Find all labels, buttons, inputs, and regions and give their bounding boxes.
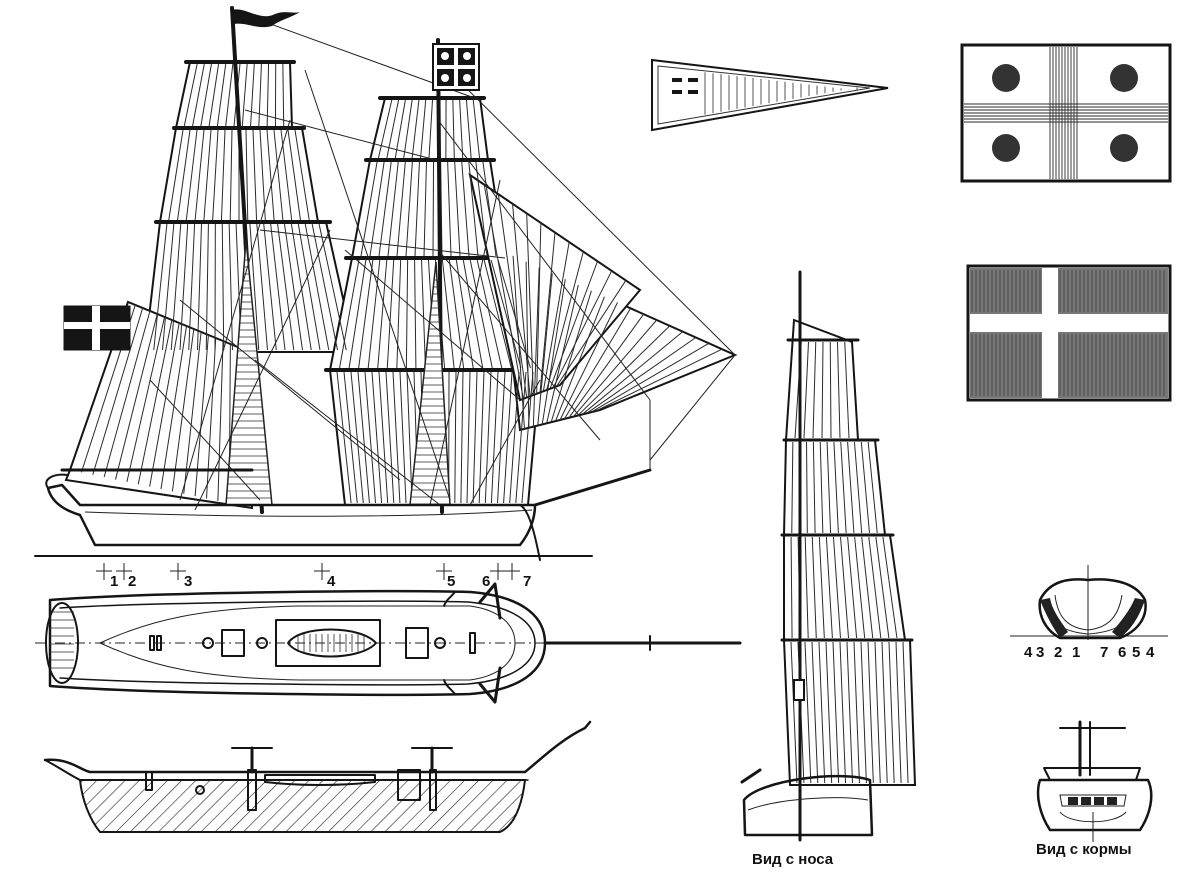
flag-nordic-cross	[966, 264, 1172, 402]
stern-view-caption: Вид с кормы	[1036, 841, 1132, 858]
stern-counter	[45, 473, 69, 489]
masthead-pennant	[232, 9, 300, 28]
hatch	[221, 629, 245, 657]
hatch	[405, 627, 429, 659]
flag-cross-circles	[960, 43, 1172, 183]
hull-below-waterline	[78, 779, 527, 833]
ensign-flag	[63, 305, 131, 351]
stern-hull	[1036, 778, 1153, 832]
sail-plan-side-view	[34, 6, 738, 561]
section-number-6: 6	[1118, 644, 1126, 661]
section-number-3: 3	[1036, 644, 1044, 661]
station-mark-5: 5	[447, 573, 455, 590]
section-number-5: 5	[1132, 644, 1140, 661]
rigging	[149, 9, 736, 511]
fore-masthead-flag	[432, 43, 480, 91]
station-mark-3: 3	[184, 573, 192, 590]
bow-hull	[742, 774, 874, 837]
cathead	[478, 666, 502, 704]
section-number-2: 2	[1054, 644, 1062, 661]
stern-boat	[45, 602, 79, 684]
stern-view	[1036, 720, 1153, 842]
pennant-flag	[651, 58, 889, 132]
station-mark-6: 6	[482, 573, 490, 590]
section-number-4: 4	[1024, 644, 1033, 661]
station-mark-7: 7	[523, 573, 531, 590]
longboat-profile	[264, 774, 376, 786]
cathead	[478, 582, 502, 620]
body-plan-section: 4 3 2 1 7 6 5 4	[1010, 565, 1168, 661]
section-number-7: 7	[1100, 644, 1108, 661]
deckhouse	[397, 769, 421, 801]
deck-line	[98, 605, 516, 681]
section-number-1: 1	[1072, 644, 1080, 661]
hull-side	[46, 483, 537, 547]
stem	[519, 504, 541, 561]
station-marks: 1 2 3 4 5 6 7	[96, 563, 531, 590]
station-mark-4: 4	[327, 573, 336, 590]
shrouds	[225, 239, 451, 506]
bow-view	[740, 270, 917, 842]
section-number-4b: 4	[1146, 644, 1155, 661]
wale-line	[84, 509, 533, 517]
longboat	[287, 628, 377, 658]
hull-profile-view	[43, 720, 592, 833]
station-mark-2: 2	[128, 573, 136, 590]
sheer-line	[43, 720, 592, 774]
longboat-chocks	[275, 619, 381, 667]
station-mark-1: 1	[110, 573, 118, 590]
bow-view-caption: Вид с носа	[752, 851, 834, 868]
bowsprit	[533, 468, 652, 507]
deck-plan-top-view	[35, 582, 742, 704]
